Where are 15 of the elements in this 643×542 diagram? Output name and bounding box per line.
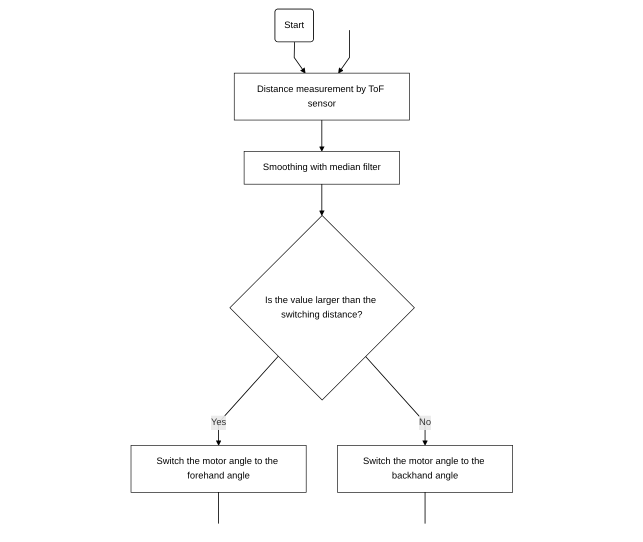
node-diamond: Is the value larger than the switching distance?	[229, 215, 415, 400]
arrow	[338, 30, 350, 74]
arrow	[318, 120, 324, 152]
edge-label: Yes	[210, 416, 226, 428]
arrow	[293, 42, 306, 74]
connector	[424, 492, 426, 524]
node-box: Smoothing with median filter	[243, 151, 400, 184]
arrow	[364, 356, 428, 446]
node-box: Switch the motor angle to the backhand angle	[336, 445, 513, 493]
edge-label: No	[418, 416, 431, 428]
node-box: Distance measurement by ToF sensor	[234, 72, 410, 120]
node-box: Switch the motor angle to the forehand angle	[130, 445, 306, 493]
connector	[218, 492, 219, 524]
arrow	[318, 184, 324, 216]
arrow	[216, 356, 278, 446]
